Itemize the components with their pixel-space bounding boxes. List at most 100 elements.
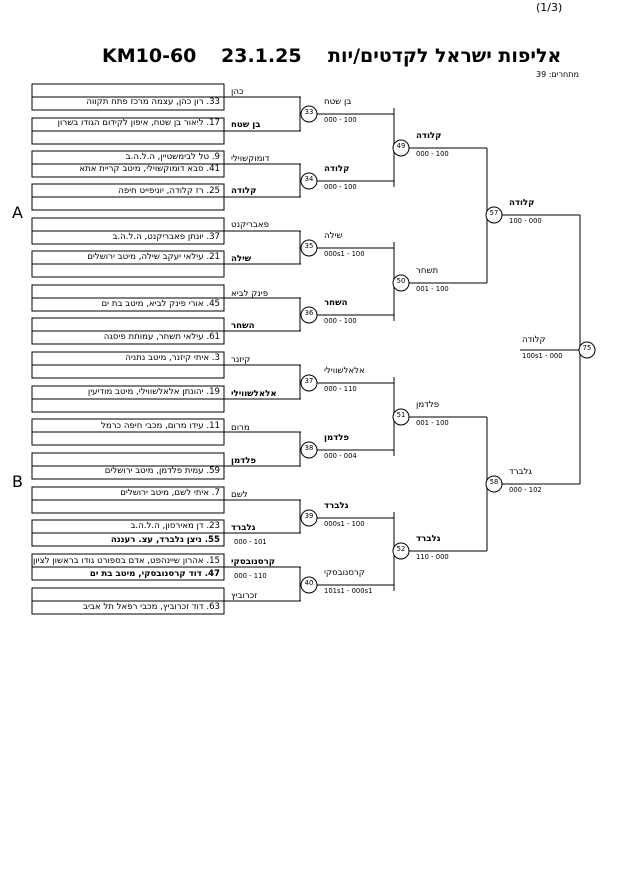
match-number: 36 — [304, 309, 314, 317]
match-circle — [300, 374, 318, 392]
participants-count: מתחרים: 39 — [536, 70, 579, 79]
competitor-name: בן שטח — [231, 120, 261, 130]
match-score: 000 - 100 — [324, 183, 357, 191]
match-number: 49 — [396, 142, 406, 150]
match-score: 000 - 110 — [234, 572, 267, 580]
match-winner: קלודה — [416, 131, 442, 141]
match-number: 39 — [304, 512, 314, 520]
match-number: 35 — [304, 242, 314, 250]
match-circle — [392, 542, 410, 560]
competitor-name: השחר — [231, 321, 255, 331]
match-number: 58 — [489, 478, 499, 486]
match-score: 000 - 100 — [324, 116, 357, 124]
entry-text: 61. עילאי תשחר, עמותת פיסגה — [103, 332, 220, 342]
event-date: 23.1.25 — [221, 45, 302, 67]
region-a-label: A — [12, 203, 23, 222]
match-winner: קלודה — [324, 164, 350, 174]
match-winner: גלברד — [509, 467, 532, 477]
match-winner: בן שטח — [324, 97, 352, 107]
match-circle — [300, 509, 318, 527]
entry-text: 37. יונתן פאבריקנט, ה.ל.ה.ב — [112, 232, 220, 242]
match-winner: פלדמן — [416, 400, 440, 410]
competitor-name: שילה — [231, 254, 252, 264]
match-circle — [392, 139, 410, 157]
match-score: 001 - 100 — [416, 285, 449, 293]
match-number: 75 — [582, 344, 592, 352]
entry-text: 17. ליאור בן שטח, איפון לקידום הגודו בשר… — [57, 118, 220, 128]
weight-category: KM10-60 — [102, 45, 197, 67]
entry-text: 3. איתי קיזנר, מיטב נתניה — [125, 353, 220, 363]
match-winner: פלדמן — [324, 433, 350, 443]
entry-text: 63. דוד זכרוביץ, מכבי רפאל תל אביב — [82, 602, 220, 612]
entry-text: 47. דוד קרסנובסקי, מיטב בת ים — [89, 569, 220, 579]
match-number: 33 — [304, 108, 314, 116]
match-score: 000 - 100 — [324, 317, 357, 325]
entry-text: 11. עידו מרום, מכבי חיפה כרמל — [100, 421, 220, 431]
match-circle — [578, 341, 596, 359]
match-score: 000 - 101 — [234, 538, 267, 546]
match-circle — [392, 274, 410, 292]
competitor-name: גלברד — [231, 523, 256, 533]
match-circle — [300, 576, 318, 594]
page-number: (1/3) — [536, 1, 563, 14]
competitor-name: קרסנובסקי — [231, 557, 276, 567]
match-winner: גלברד — [324, 501, 349, 511]
competitor-name: זכרוביץ — [231, 591, 258, 601]
match-circle — [485, 475, 503, 493]
match-winner: תשחר — [416, 266, 439, 276]
match-winner: גלברד — [416, 534, 441, 544]
entry-text: 7. איתי לשם, מיטב ירושלים — [120, 488, 220, 498]
competitor-name: מרום — [231, 423, 250, 433]
match-score: 001 - 100 — [416, 419, 449, 427]
entry-text: 41. סבא דומוקשוילי, מיטב קריית אתא — [79, 164, 220, 174]
match-number: 51 — [396, 411, 406, 419]
match-score: 000 - 004 — [324, 452, 357, 460]
competitor-name: לשם — [231, 490, 248, 500]
final-winner: קלודה — [522, 335, 546, 345]
match-score: 000 - 102 — [509, 486, 542, 494]
match-number: 50 — [396, 277, 406, 285]
match-score: 100 - 000 — [509, 217, 542, 225]
entry-text: 19. יהונתן אלאלשווילי, מיטב מודיעין — [87, 387, 220, 397]
match-circle — [485, 206, 503, 224]
entry-text: 21. עילאי יעקב שילה, מיטב ירושלים — [87, 252, 220, 262]
match-circle — [300, 239, 318, 257]
event-title: אליפות ישראל לקדטים/יות — [328, 45, 562, 67]
match-circle — [300, 441, 318, 459]
competitor-name: דומוקשוילי — [231, 154, 270, 164]
region-b-label: B — [12, 472, 23, 491]
match-score: 000 - 110 — [324, 385, 357, 393]
match-score: 100s1 - 000 — [522, 352, 563, 360]
match-score: 000s1 - 100 — [324, 520, 365, 528]
competitor-name: כהן — [231, 87, 244, 97]
match-circle — [300, 105, 318, 123]
entry-text: 25. רז קלודה, יוניפייט חיפה — [118, 186, 220, 196]
match-number: 52 — [396, 545, 406, 553]
match-circle — [300, 306, 318, 324]
match-score: 000s1 - 100 — [324, 250, 365, 258]
match-score: 110 - 000 — [416, 553, 449, 561]
entry-text: 59. עמית פלדמן, מיטב ירושלים — [104, 466, 220, 476]
match-circle — [300, 172, 318, 190]
competitor-name: אלאלשווילי — [231, 389, 277, 399]
match-winner: השחר — [324, 298, 348, 308]
match-winner: אלאלשווילי — [324, 366, 365, 376]
match-winner: קרסנובסקי — [324, 568, 365, 578]
entry-text: 45. אורי פינק לביא, מיטב בת ים — [101, 299, 220, 309]
entry-text: 23. דן מאירסון, ה.ל.ה.ב — [130, 521, 220, 531]
match-winner: קלודה — [509, 198, 535, 208]
match-number: 57 — [489, 209, 499, 217]
entry-text: 33. רון כהן, עצמה מרכז פתח תקווה — [86, 97, 220, 107]
match-score: 000 - 100 — [416, 150, 449, 158]
entry-text: 9. טל לבימשטיין, ה.ל.ה.ב — [125, 152, 220, 162]
match-score: 101s1 - 000s1 — [324, 587, 373, 595]
entry-text: 55. ניצן גלברד, עצ. רעננה — [110, 535, 220, 545]
competitor-name: קיזנר — [231, 355, 251, 365]
entry-text: 15. אהרון שיינהפט, אדם בספורט גודו בראשו… — [33, 556, 220, 566]
match-winner: שילה — [324, 231, 343, 241]
competitor-name: פלדמן — [231, 456, 257, 466]
match-number: 40 — [304, 579, 314, 587]
competitor-name: פינק לביא — [231, 289, 269, 299]
competitor-name: קלודה — [231, 186, 257, 196]
